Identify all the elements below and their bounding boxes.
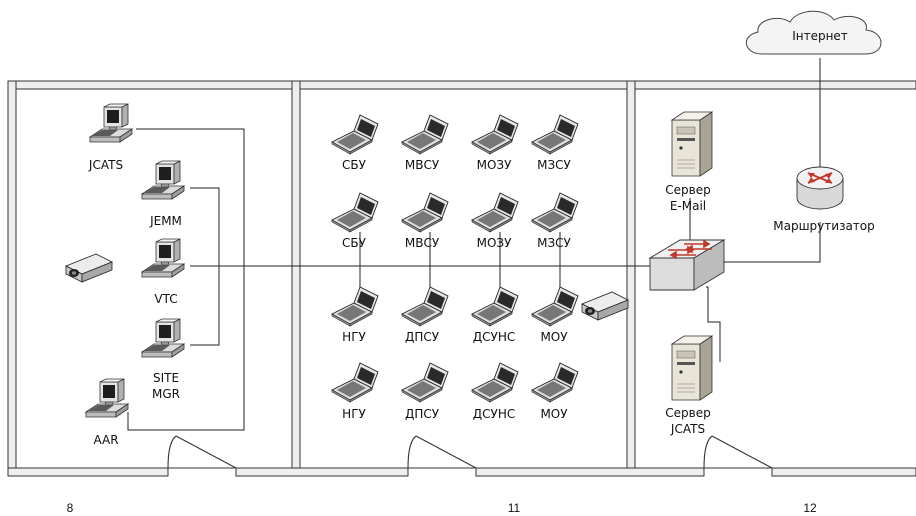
desktop-pc-icon [89,103,133,143]
laptop-label: ДПСУ [404,407,440,421]
projector-icon [581,291,629,321]
laptop-icon [401,114,449,155]
desktop-pc-icon [141,318,185,358]
laptop-icon [331,362,379,403]
projector-icon [65,253,113,283]
laptop-icon [331,192,379,233]
laptop-icon [471,192,519,233]
device-label-jcats: JCATS [88,158,124,172]
laptop-label: НГУ [342,407,366,421]
laptop-icon [531,286,579,327]
server-icon [671,111,713,177]
router-label: Маршрутизатор [773,219,875,233]
room-number-12: 12 [803,501,817,515]
laptop-label: ДСУНС [472,407,516,421]
laptop-label: МОЗУ [476,236,512,250]
laptop-label: ДСУНС [472,330,516,344]
laptop-icon [531,192,579,233]
building-walls [7,80,916,477]
email-server-label-line2: E-Mail [669,199,707,213]
device-label-mgr: MGR [152,387,180,401]
laptop-icon [471,114,519,155]
desktop-pc-icon [141,160,185,200]
switch-icon [648,239,726,291]
laptop-icon [331,114,379,155]
desktop-pc-icon [85,378,129,418]
desktop-pc-icon [141,238,185,278]
laptop-icon [401,362,449,403]
jcats-server-label-line2: JCATS [670,422,706,436]
laptop-label: МВСУ [404,236,440,250]
internet-label: Інтернет [792,29,848,43]
device-label-aar: AAR [93,433,119,447]
laptop-label: МОУ [540,407,568,421]
laptop-icon [401,286,449,327]
laptop-label: МЗСУ [537,158,571,172]
laptop-label: МВСУ [404,158,440,172]
laptop-icon [471,286,519,327]
laptop-icon [531,114,579,155]
device-label-jemm: JEMM [150,214,182,228]
laptop-label: СБУ [342,158,366,172]
laptop-label: ДПСУ [404,330,440,344]
laptop-icon [331,286,379,327]
door-icon [167,435,773,469]
network-connections [127,58,821,431]
jcats-server-label-line1: Сервер [665,406,711,420]
room-number-11: 11 [507,501,521,515]
router-icon [796,166,844,210]
cloud-icon [746,10,882,55]
email-server-label-line1: Сервер [665,183,711,197]
device-label-vtc: VTC [154,292,178,306]
device-label-site: SITE [152,371,180,385]
laptop-label: НГУ [342,330,366,344]
laptop-icon [401,192,449,233]
room-number-8: 8 [66,501,74,515]
laptop-icon [531,362,579,403]
laptop-label: СБУ [342,236,366,250]
laptop-label: МОУ [540,330,568,344]
server-icon [671,335,713,401]
laptop-label: МЗСУ [537,236,571,250]
laptop-label: МОЗУ [476,158,512,172]
laptop-icon [471,362,519,403]
